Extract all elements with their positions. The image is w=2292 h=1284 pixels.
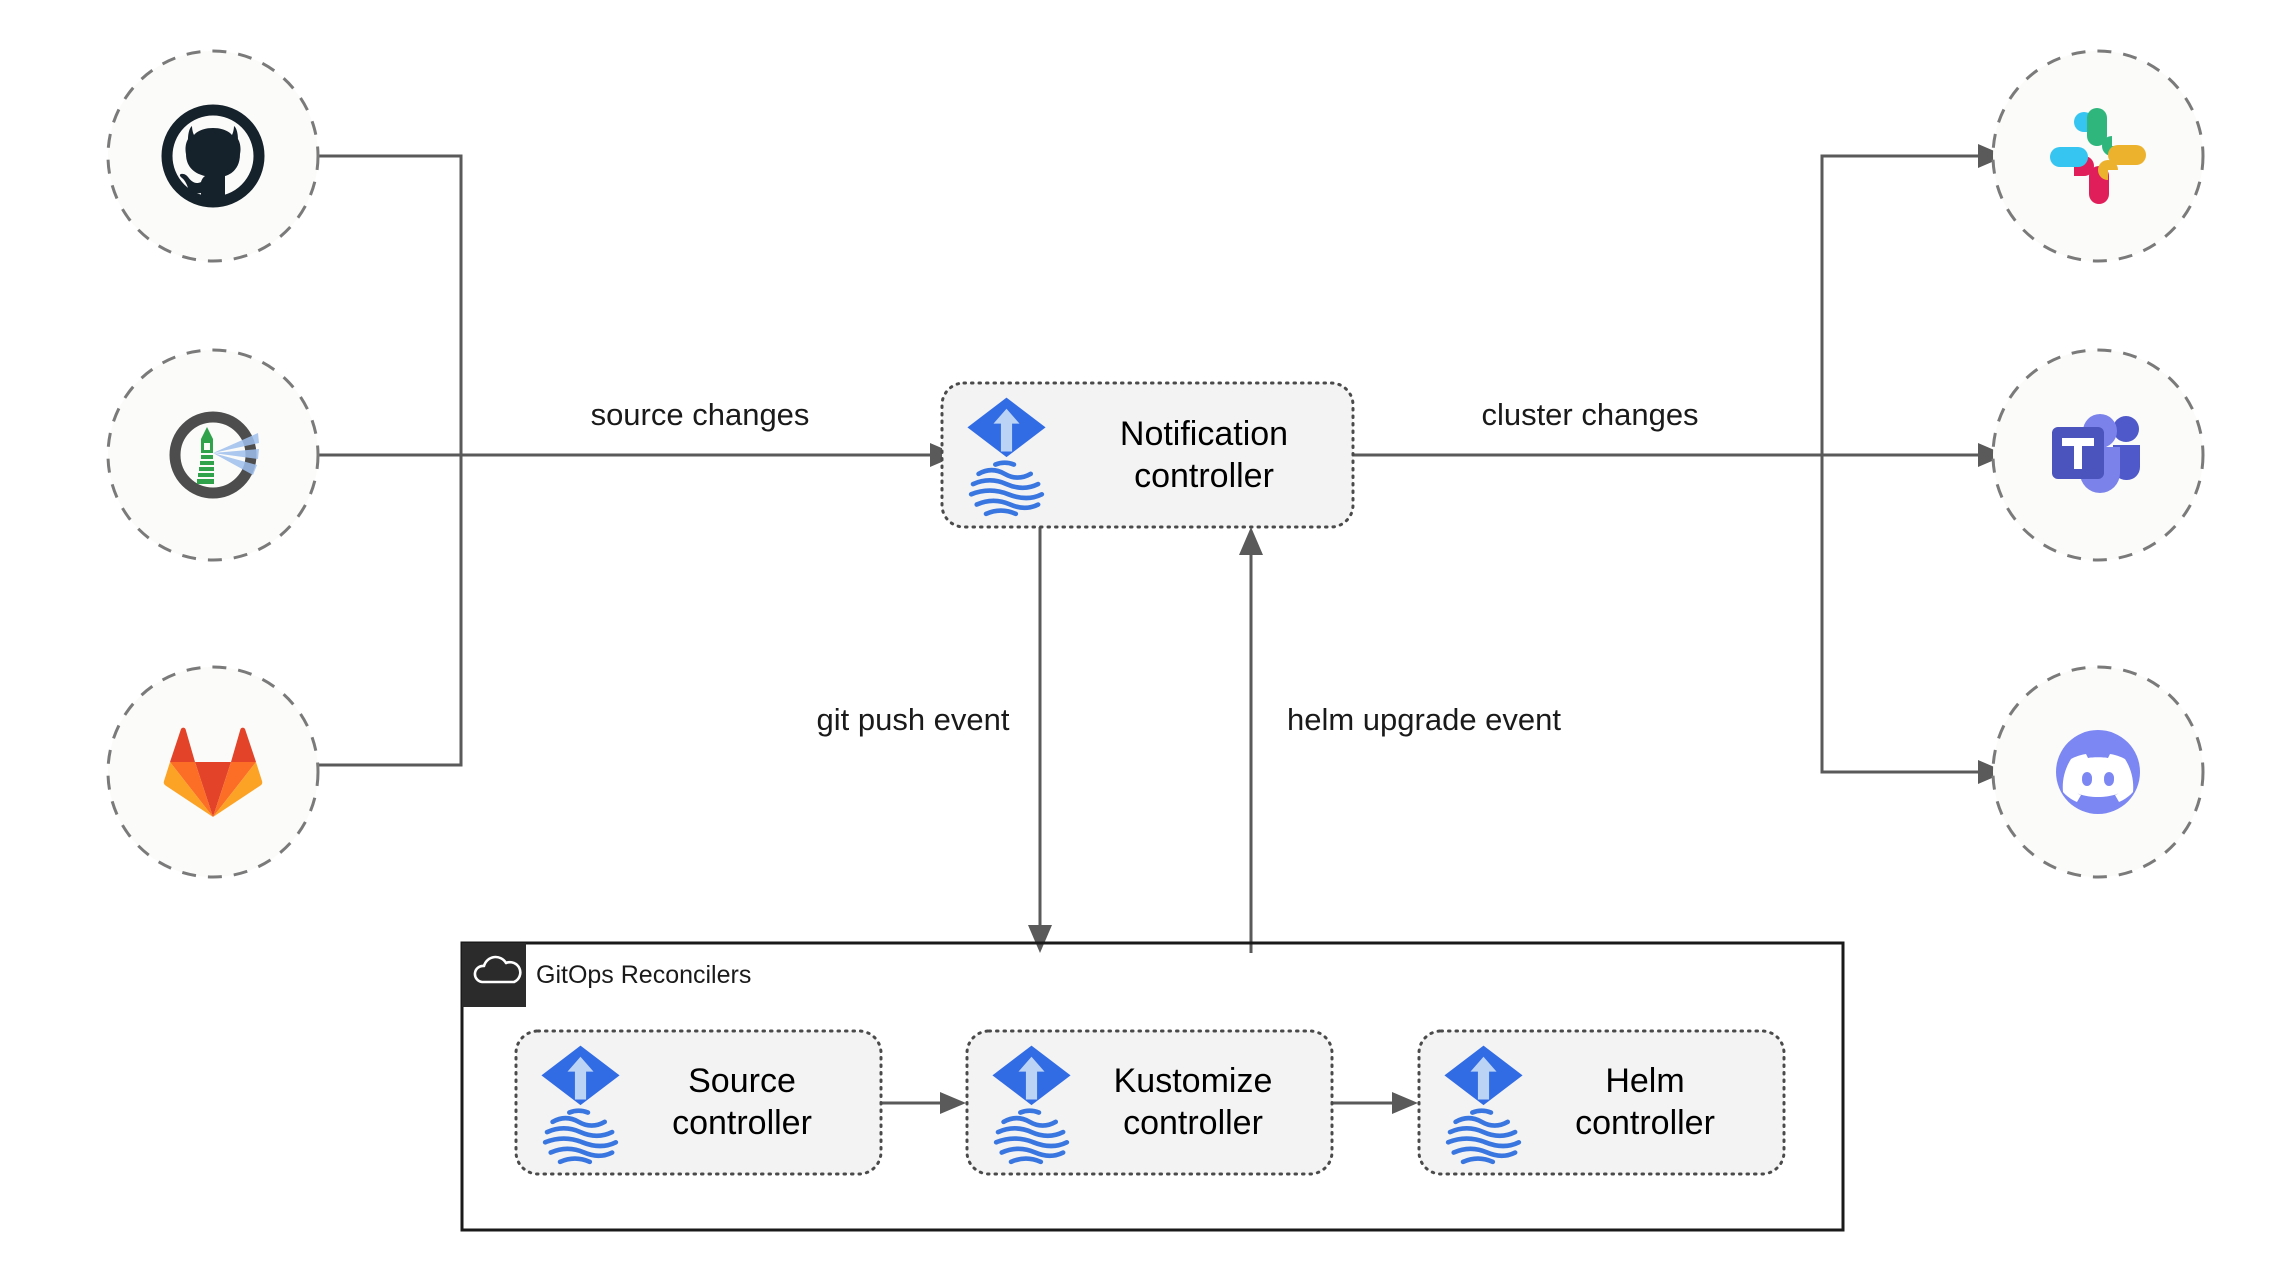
edge-source-changes: source changes	[216, 146, 958, 775]
edge-source-to-kustomize	[880, 1092, 966, 1114]
provider-node-teams[interactable]	[1991, 348, 2205, 562]
edge-cluster-changes: cluster changes	[1353, 144, 2006, 784]
source-fanin-bus	[218, 154, 463, 767]
notification-controller-node[interactable]: Notification controller	[940, 381, 1355, 529]
cluster-fanout-down	[1820, 455, 1978, 774]
gitops-reconcilers-title: GitOps Reconcilers	[536, 961, 751, 989]
teams-arrowhead	[1978, 443, 2006, 467]
helm-controller-node[interactable]: Helm controller	[1417, 1029, 1786, 1176]
edge-label-source-changes: source changes	[591, 397, 810, 432]
edge-label-helm-upgrade-event: helm upgrade event	[1287, 702, 1561, 737]
kustomize-controller-box[interactable]	[965, 1029, 1334, 1176]
discord-icon	[2056, 730, 2140, 814]
gitops-reconcilers-border	[460, 941, 1845, 1232]
source-controller-node[interactable]: Source controller	[514, 1029, 883, 1176]
edge-helm-upgrade-event: helm upgrade event	[1239, 527, 1561, 953]
source-controller-box[interactable]	[514, 1029, 883, 1176]
helm-controller-label-line1: Helm	[1605, 1062, 1684, 1100]
source-node-bucket[interactable]	[106, 348, 320, 562]
edge-label-git-push-event: git push event	[816, 702, 1009, 737]
kustomize-controller-node[interactable]: Kustomize controller	[965, 1029, 1334, 1176]
helm-upgrade-arrowhead	[1239, 527, 1263, 555]
source-node-github[interactable]	[106, 49, 320, 263]
edge-label-cluster-changes: cluster changes	[1481, 397, 1698, 432]
discord-arrowhead	[1978, 760, 2006, 784]
notification-controller-box[interactable]	[940, 381, 1355, 529]
edge-git-push-event: git push event	[816, 527, 1052, 953]
slack-circle[interactable]	[1991, 49, 2205, 263]
git-push-arrowhead	[1028, 925, 1052, 953]
source-controller-label-line2: controller	[672, 1104, 812, 1142]
kustomize-controller-label-line2: controller	[1123, 1104, 1263, 1142]
cluster-fanout-up	[1820, 154, 1978, 455]
notification-controller-label-line1: Notification	[1120, 415, 1288, 453]
provider-node-discord[interactable]	[1991, 665, 2205, 879]
slack-arrowhead	[1978, 144, 2006, 168]
helm-controller-box[interactable]	[1417, 1029, 1786, 1176]
source-node-gitlab[interactable]	[106, 665, 320, 879]
kustomize-helm-arrowhead	[1392, 1092, 1418, 1114]
notification-controller-label-line2: controller	[1134, 457, 1274, 495]
source-controller-label-line1: Source	[688, 1062, 796, 1100]
gitops-reconcilers-icon-chip	[462, 943, 526, 1007]
helm-controller-label-line2: controller	[1575, 1104, 1715, 1142]
edge-kustomize-to-helm	[1332, 1092, 1418, 1114]
provider-node-slack[interactable]	[1991, 49, 2205, 263]
gitops-reconcilers-group: GitOps Reconcilers Source controller Kus…	[460, 941, 1845, 1232]
kustomize-controller-label-line1: Kustomize	[1114, 1062, 1273, 1100]
source-kustomize-arrowhead	[940, 1092, 966, 1114]
